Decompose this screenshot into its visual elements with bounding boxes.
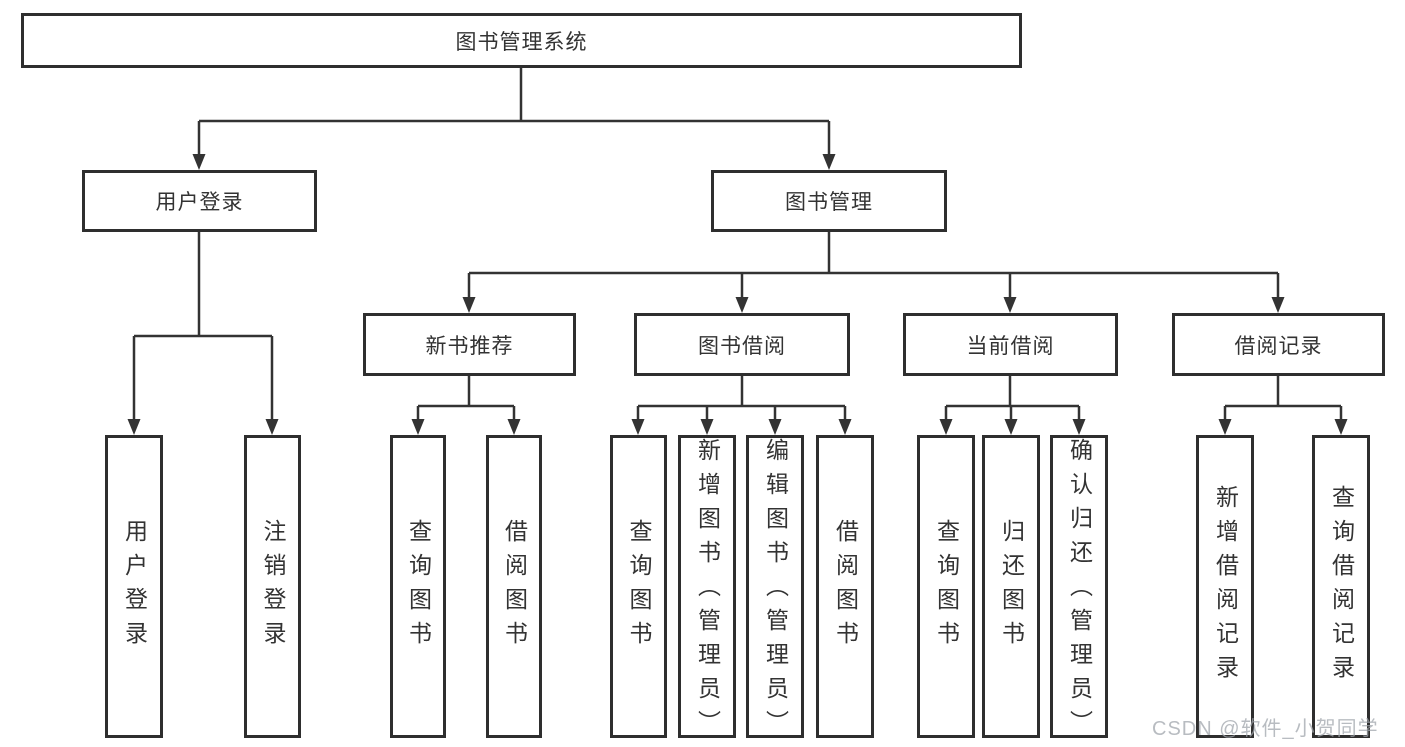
leaf-logout-label: 注销登录 bbox=[260, 518, 286, 655]
connector-root-to-level2 bbox=[192, 68, 836, 170]
connector-newbook-to-leaves bbox=[411, 376, 521, 435]
leaf-records-query-record-label: 查询借阅记录 bbox=[1328, 484, 1355, 689]
leaf-current-return-books: 归还图书 bbox=[982, 435, 1040, 738]
leaf-borrow-edit-books-admin-label: 编辑图书（管理员） bbox=[762, 438, 789, 744]
leaf-newbook-borrow-books: 借阅图书 bbox=[486, 435, 542, 738]
node-new-book-recommend: 新书推荐 bbox=[363, 313, 576, 376]
leaf-borrow-query-books: 查询图书 bbox=[610, 435, 667, 738]
leaf-borrow-edit-books-admin: 编辑图书（管理员） bbox=[746, 435, 804, 744]
node-root-label: 图书管理系统 bbox=[455, 30, 588, 54]
node-borrow-records: 借阅记录 bbox=[1172, 313, 1385, 376]
csdn-watermark: CSDN @软件_小贺同学 bbox=[1152, 718, 1379, 740]
connector-currentborrow-to-leaves bbox=[939, 376, 1086, 435]
leaf-current-confirm-return-admin: 确认归还（管理员） bbox=[1050, 435, 1108, 744]
connector-borrowrecords-to-leaves bbox=[1218, 376, 1348, 435]
leaf-current-query-books: 查询图书 bbox=[917, 435, 975, 738]
leaf-logout: 注销登录 bbox=[244, 435, 301, 738]
node-book-borrow: 图书借阅 bbox=[634, 313, 850, 376]
leaf-borrow-add-books-admin-label: 新增图书（管理员） bbox=[694, 438, 721, 744]
leaf-user-login-label: 用户登录 bbox=[121, 518, 148, 655]
leaf-newbook-query-books-label: 查询图书 bbox=[405, 518, 432, 655]
node-user-login-label: 用户登录 bbox=[155, 191, 244, 214]
leaf-borrow-borrow-books-label: 借阅图书 bbox=[832, 518, 859, 655]
leaf-newbook-query-books: 查询图书 bbox=[390, 435, 446, 738]
leaf-current-query-books-label: 查询图书 bbox=[933, 518, 960, 655]
leaf-records-query-record: 查询借阅记录 bbox=[1312, 435, 1370, 738]
node-borrow-records-label: 借阅记录 bbox=[1234, 334, 1323, 358]
connector-bookmgmt-to-level3 bbox=[462, 232, 1285, 313]
node-book-management: 图书管理 bbox=[711, 170, 947, 232]
node-new-book-recommend-label: 新书推荐 bbox=[425, 334, 514, 358]
node-user-login: 用户登录 bbox=[82, 170, 317, 232]
leaf-records-add-record: 新增借阅记录 bbox=[1196, 435, 1254, 738]
leaf-borrow-borrow-books: 借阅图书 bbox=[816, 435, 874, 738]
leaf-current-return-books-label: 归还图书 bbox=[998, 518, 1025, 655]
leaf-borrow-add-books-admin: 新增图书（管理员） bbox=[678, 435, 736, 744]
leaf-borrow-query-books-label: 查询图书 bbox=[626, 518, 652, 655]
connector-bookborrow-to-leaves bbox=[631, 376, 852, 435]
connector-userlogin-to-leaves bbox=[127, 232, 279, 435]
node-root: 图书管理系统 bbox=[21, 13, 1022, 68]
node-current-borrow-label: 当前借阅 bbox=[966, 334, 1055, 358]
node-current-borrow: 当前借阅 bbox=[903, 313, 1118, 376]
leaf-user-login: 用户登录 bbox=[105, 435, 163, 738]
node-book-management-label: 图书管理 bbox=[785, 191, 873, 214]
node-book-borrow-label: 图书借阅 bbox=[698, 334, 786, 358]
leaf-newbook-borrow-books-label: 借阅图书 bbox=[501, 518, 528, 655]
leaf-current-confirm-return-admin-label: 确认归还（管理员） bbox=[1066, 438, 1093, 744]
leaf-records-add-record-label: 新增借阅记录 bbox=[1212, 484, 1239, 689]
